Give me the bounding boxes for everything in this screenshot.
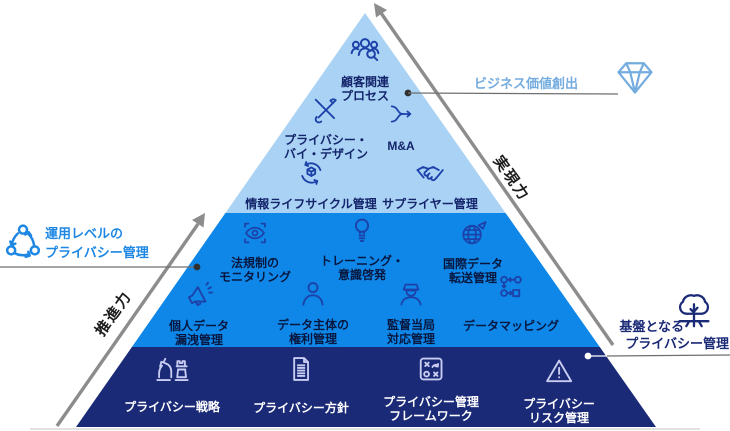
node-label: プライバシー・ バイ・デザイン bbox=[283, 133, 369, 162]
customers-icon bbox=[347, 33, 383, 72]
node-label: M&A bbox=[387, 139, 415, 153]
node-data-mapping: データマッピング bbox=[463, 272, 559, 333]
pyramid-layer-middle bbox=[131, 213, 600, 347]
megaphone-icon bbox=[183, 279, 215, 316]
node-supplier-management: サプライヤー管理 bbox=[382, 157, 478, 211]
operational-leader-dot bbox=[193, 263, 201, 271]
node-customer-processes: 顧客関連 プロセス bbox=[341, 33, 389, 104]
tactics-board-icon bbox=[415, 353, 447, 390]
right-axis-arrow bbox=[379, 12, 615, 346]
node-label: 個人データ 漏洩管理 bbox=[168, 319, 230, 348]
globe-plane-icon bbox=[457, 217, 489, 254]
node-label: 法規制の モニタリング bbox=[218, 256, 292, 285]
node-data-breach: 個人データ 漏洩管理 bbox=[169, 279, 229, 348]
node-privacy-framework: プライバシー管理 フレームワーク bbox=[383, 353, 479, 424]
node-authority-response: 監督当局 対応管理 bbox=[387, 278, 435, 347]
node-label: サプライヤー管理 bbox=[382, 197, 478, 211]
node-label: プライバシー管理 フレームワーク bbox=[383, 395, 479, 424]
right-axis-arrowhead bbox=[374, 3, 387, 18]
node-label: トレーニング・ 意識啓発 bbox=[319, 254, 405, 283]
eye-scan-icon bbox=[240, 218, 270, 253]
node-regulatory-monitoring: 法規制の モニタリング bbox=[219, 218, 291, 285]
diamond-icon bbox=[612, 55, 658, 104]
left-axis-arrowhead bbox=[192, 213, 205, 228]
node-privacy-by-design: プライバシー・ バイ・デザイン bbox=[284, 95, 368, 162]
node-privacy-risk: プライバシー リスク管理 bbox=[523, 355, 595, 426]
foundation-label-line2: プライバシー管理 bbox=[625, 336, 729, 351]
foundation-label-line1: 基盤となる bbox=[619, 319, 684, 334]
left-axis-arrow bbox=[55, 223, 200, 427]
handshake-icon bbox=[413, 157, 447, 194]
node-label: 監督当局 対応管理 bbox=[386, 318, 436, 347]
node-label: 顧客関連 プロセス bbox=[340, 75, 390, 104]
node-privacy-strategy: プライバシー戦略 bbox=[124, 351, 220, 414]
lifecycle-icon bbox=[295, 157, 327, 194]
node-label: 情報ライフサイクル管理 bbox=[245, 197, 377, 211]
tree-icon bbox=[671, 289, 717, 340]
warning-icon bbox=[543, 355, 575, 392]
chess-icon bbox=[152, 351, 192, 390]
node-info-lifecycle: 情報ライフサイクル管理 bbox=[245, 157, 377, 211]
person-icon bbox=[297, 278, 329, 315]
node-label: プライバシー リスク管理 bbox=[523, 397, 595, 426]
node-label: プライバシー戦略 bbox=[124, 400, 220, 414]
document-icon bbox=[285, 352, 317, 391]
foundation-leader-line bbox=[606, 354, 730, 357]
lightbulb-icon bbox=[346, 214, 378, 251]
node-label: 国際データ 転送管理 bbox=[442, 257, 504, 286]
node-privacy-policy: プライバシー方針 bbox=[253, 352, 349, 415]
tools-icon bbox=[311, 95, 341, 130]
pyramid-layer-top bbox=[225, 13, 506, 213]
node-data-subject-rights: データ主体の 権利管理 bbox=[277, 278, 349, 347]
cycle-icon bbox=[3, 221, 43, 268]
flowchart-icon bbox=[495, 272, 527, 309]
pyramid-layer-bottom bbox=[76, 347, 656, 427]
operational-privacy-label: 運用レベルの プライバシー管理 bbox=[45, 226, 149, 260]
node-label: データ主体の 権利管理 bbox=[276, 318, 350, 347]
node-label: データマッピング bbox=[462, 319, 560, 333]
merge-arrow-icon bbox=[387, 100, 415, 133]
business-value-leader-line bbox=[407, 92, 619, 95]
node-training-awareness: トレーニング・ 意識啓発 bbox=[320, 214, 404, 283]
business-value-label: ビジネス価値創出 bbox=[474, 76, 579, 91]
node-label: プライバシー方針 bbox=[253, 401, 349, 415]
node-international-transfer: 国際データ 転送管理 bbox=[443, 217, 503, 286]
node-ma: M&A bbox=[387, 100, 415, 153]
officer-icon bbox=[395, 278, 427, 315]
